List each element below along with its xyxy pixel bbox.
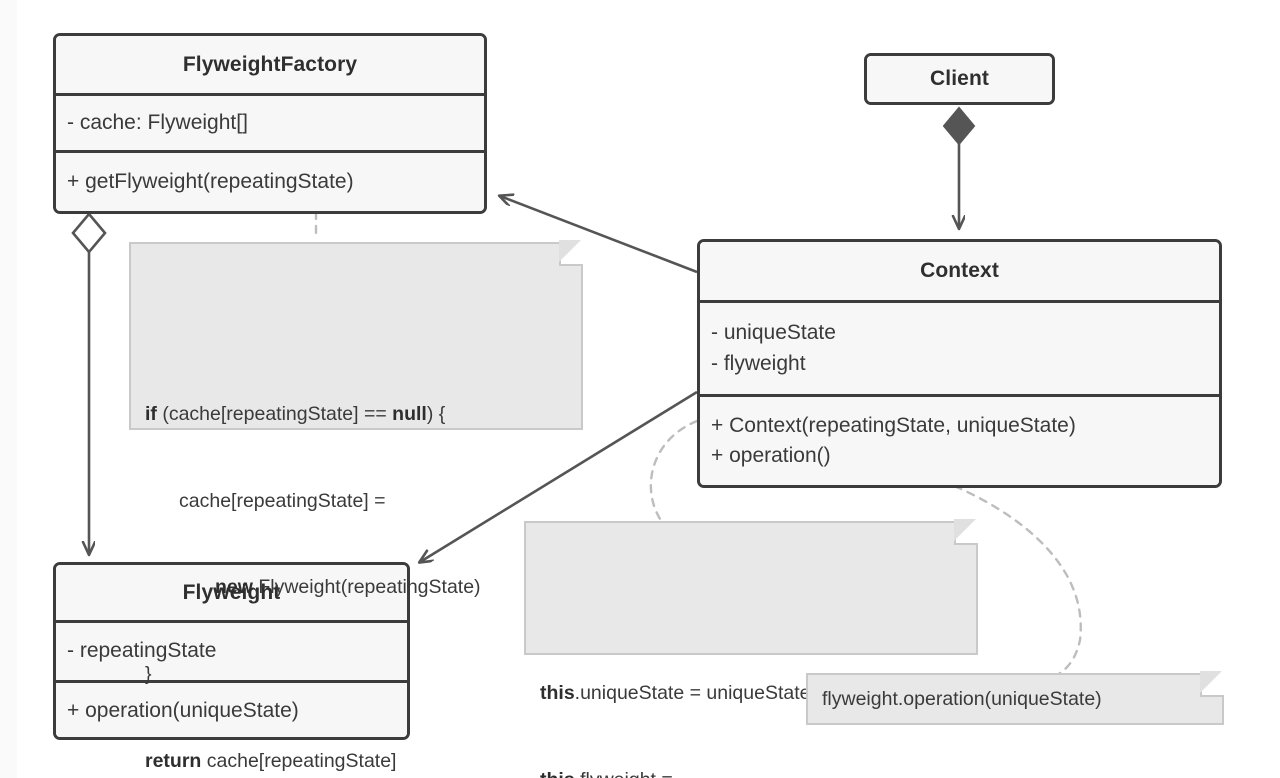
class-fields-flyweight: - repeatingState [56, 620, 407, 680]
note-anchor-context-ctor-code [649, 419, 699, 524]
class-box-flyweight[interactable]: Flyweight - repeatingState + operation(u… [53, 562, 410, 740]
class-fields-flyweight-factory: - cache: Flyweight[] [56, 93, 484, 150]
note-fold-corner-icon [559, 240, 583, 266]
note-operation-code[interactable]: flyweight.operation(uniqueState) [806, 671, 1224, 725]
class-methods-flyweight: + operation(uniqueState) [56, 680, 407, 737]
edge-factory-flyweight [71, 211, 107, 554]
note-fold-corner-icon [954, 519, 978, 545]
field-repeating-state: - repeatingState [67, 639, 217, 663]
class-methods-flyweight-factory: + getFlyweight(repeatingState) [56, 150, 484, 211]
method-context-ctor[interactable]: + Context(repeatingState, uniqueState) [711, 413, 1076, 437]
field-flyweight: - flyweight [711, 351, 806, 375]
class-header-flyweight-factory: FlyweightFactory [56, 36, 484, 93]
edge-client-context [942, 106, 976, 228]
class-name-flyweight-factory: FlyweightFactory [182, 52, 358, 76]
method-get-flyweight[interactable]: + getFlyweight(repeatingState) [67, 169, 354, 193]
class-header-context: Context [700, 242, 1219, 300]
method-flyweight-operation[interactable]: + operation(uniqueState) [67, 699, 299, 723]
class-name-client: Client [930, 67, 989, 90]
left-background-strip [0, 0, 17, 778]
class-fields-context: - uniqueState - flyweight [700, 300, 1219, 394]
note-factory-code[interactable]: if (cache[repeatingState] == null) { cac… [129, 240, 583, 772]
class-header-flyweight: Flyweight [56, 565, 407, 620]
field-cache: - cache: Flyweight[] [67, 110, 248, 134]
class-box-context[interactable]: Context - uniqueState - flyweight + Cont… [697, 239, 1222, 488]
method-operation[interactable]: + operation() [711, 444, 831, 467]
class-methods-context: + Context(repeatingState, uniqueState) +… [700, 394, 1219, 485]
field-unique-state: - uniqueState [711, 321, 836, 345]
class-header-client: Client [867, 56, 1052, 102]
note-context-ctor-code-body: this.uniqueState = uniqueState this.flyw… [540, 682, 811, 778]
class-name-flyweight: Flyweight [182, 580, 281, 604]
class-name-context: Context [920, 259, 999, 282]
class-box-client[interactable]: Client [864, 53, 1055, 105]
class-box-flyweight-factory[interactable]: FlyweightFactory - cache: Flyweight[] + … [53, 33, 487, 214]
note-fold-corner-icon [1200, 671, 1224, 697]
note-context-ctor-code[interactable]: this.uniqueState = uniqueState this.flyw… [524, 519, 978, 778]
note-factory-code-body: if (cache[repeatingState] == null) { cac… [145, 403, 481, 772]
note-operation-code-body: flyweight.operation(uniqueState) [822, 687, 1102, 710]
